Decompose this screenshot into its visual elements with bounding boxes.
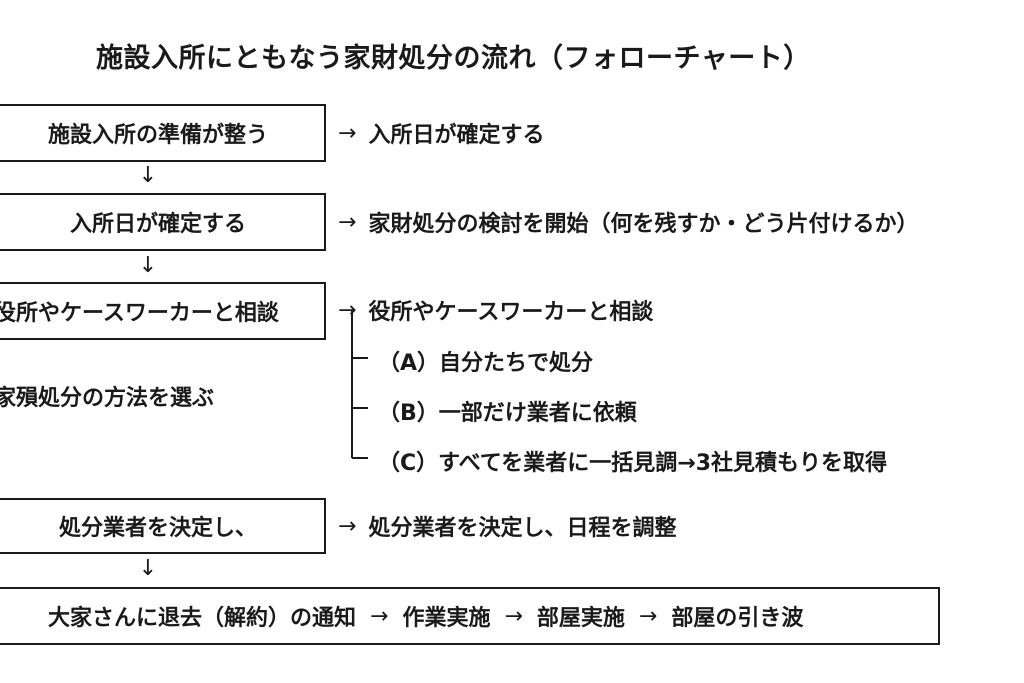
final-part-handover: 部屋の引き波 <box>671 606 804 631</box>
step-result-decide: → 処分業者を決定し、日程を調整 <box>338 511 677 542</box>
final-part-notice: 大家さんに退去（解約）の通知 <box>48 606 357 631</box>
final-part-room: 部屋実施 <box>536 606 625 631</box>
final-step-box: 大家さんに退去（解約）の通知 → 作業実施 → 部屋実施 → 部屋の引き波 <box>0 587 940 645</box>
right-arrow-icon: → <box>638 603 658 629</box>
step-result-label: 役所やケースワーカーと相談 <box>368 300 654 325</box>
step-result-label: 入所日が確定する <box>368 123 545 148</box>
step-result-label: 処分業者を決定し、日程を調整 <box>368 516 677 541</box>
right-arrow-icon: → <box>338 297 357 323</box>
down-arrow-icon: ↓ <box>138 163 158 188</box>
step-box-label: 役所やケースワーカーと相談 <box>0 301 279 326</box>
down-arrow-icon: ↓ <box>138 253 158 278</box>
option-b: （B）一部だけ業者に依頼 <box>378 401 637 426</box>
final-part-work: 作業実施 <box>402 606 491 631</box>
option-c: （C）すべてを業者に一括見調→3社見積もりを取得 <box>378 451 888 476</box>
right-arrow-icon: → <box>338 209 357 235</box>
step-result-date: → 家財処分の検討を開始（何を残すか・どう片付けるか） <box>338 207 919 238</box>
right-arrow-icon: → <box>338 513 357 539</box>
method-label: 家殞処分の方法を選ぶ <box>0 386 215 411</box>
step-result-consult: → 役所やケースワーカーと相談 <box>338 295 654 326</box>
step-box-consult: 役所やケースワーカーと相談 <box>0 282 326 340</box>
option-a: （A）自分たちで処分 <box>378 351 594 376</box>
down-arrow-icon: ↓ <box>138 556 158 581</box>
right-arrow-icon: → <box>338 120 357 146</box>
right-arrow-icon: → <box>370 603 389 629</box>
page-title: 施設入所にともなう家財処分の流れ（フォローチャート） <box>96 43 811 74</box>
right-arrow-icon: → <box>504 603 523 629</box>
step-result-label: 家財処分の検討を開始（何を残すか・どう片付けるか） <box>368 212 919 237</box>
step-box-date: 入所日が確定する <box>0 193 326 251</box>
step-box-label: 施設入所の準備が整う <box>47 123 268 148</box>
step-result-prepare: → 入所日が確定する <box>338 118 545 149</box>
step-box-prepare: 施設入所の準備が整う <box>0 104 326 162</box>
step-box-label: 処分業者を決定し、 <box>58 516 257 541</box>
step-box-label: 入所日が確定する <box>69 212 246 237</box>
step-box-decide: 処分業者を決定し、 <box>0 498 326 554</box>
